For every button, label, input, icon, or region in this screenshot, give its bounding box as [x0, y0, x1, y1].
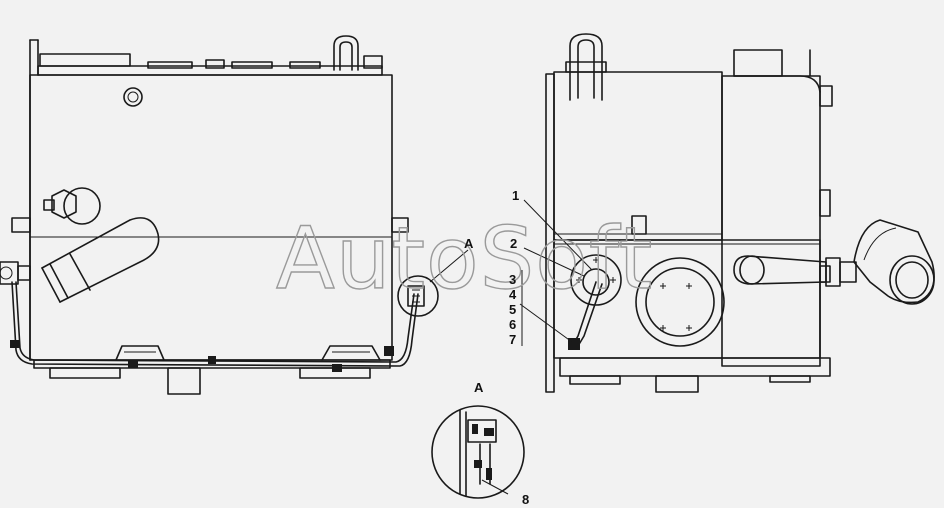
callout-6: 6: [509, 317, 516, 332]
detail-a-magnified: [431, 405, 525, 499]
detail-a-view: [431, 405, 525, 499]
right-view: [545, 33, 935, 393]
callout-view-a-title: A: [474, 380, 484, 395]
wiring-harness-left: [11, 281, 419, 367]
callout-1: 1: [512, 188, 519, 203]
detail-a-circle: [397, 275, 439, 317]
callout-4: 4: [509, 287, 517, 302]
filler-neck: [41, 217, 160, 303]
left-view: [0, 35, 469, 395]
callout-8: 8: [522, 492, 529, 507]
lifting-eye-right: [569, 33, 603, 101]
drain-plug: [123, 87, 143, 107]
hex-fitting: [63, 187, 101, 225]
callout-view-a-marker: A: [464, 236, 474, 251]
callout-3: 3: [509, 272, 516, 287]
callout-2: 2: [510, 236, 517, 251]
circular-cover: [635, 257, 725, 347]
callout-5: 5: [509, 302, 516, 317]
callout-leaders: [519, 199, 593, 346]
outlet-pipe: [733, 255, 827, 285]
sender-flange: [570, 254, 622, 306]
lifting-eye-left: [333, 35, 359, 71]
watermark: AutoSoft: [276, 209, 653, 309]
callout-7: 7: [509, 332, 516, 347]
elbow-fitting: [853, 219, 935, 304]
